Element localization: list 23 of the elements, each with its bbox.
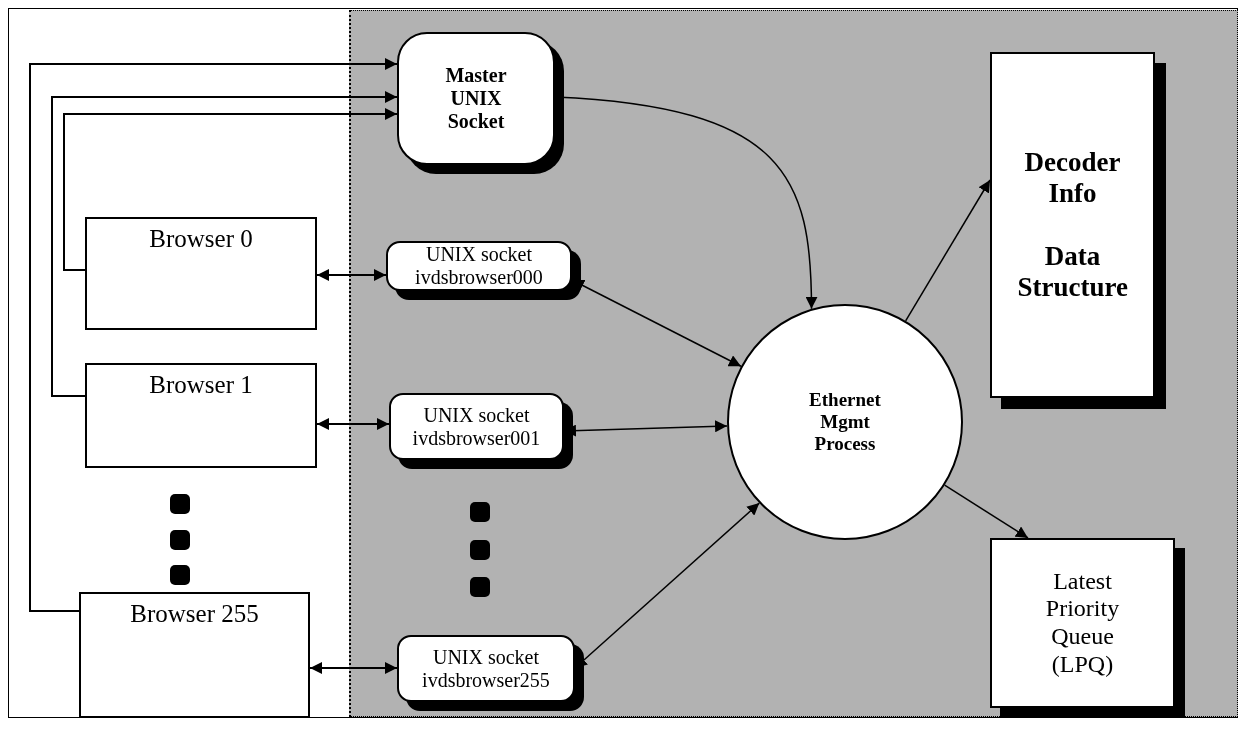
node-label: Decoder Info xyxy=(1023,146,1122,209)
node-label: UNIX socket ivdsbrowser255 xyxy=(421,645,551,692)
node-label: Browser 0 xyxy=(149,225,253,254)
arrow xyxy=(63,108,398,271)
process-box xyxy=(85,217,317,330)
node-label: Browser 1 xyxy=(149,371,253,400)
arrow xyxy=(316,269,387,281)
process-box xyxy=(85,363,317,468)
node-label: UNIX socket ivdsbrowser001 xyxy=(411,403,542,450)
arrow xyxy=(309,662,398,674)
arrow xyxy=(316,418,390,430)
process-box xyxy=(79,592,310,718)
node-label: Ethernet Mgmt Process xyxy=(808,389,882,455)
node-label: Browser 255 xyxy=(130,600,259,629)
arrow xyxy=(943,484,1029,539)
arrow xyxy=(51,91,398,397)
node-label: UNIX socket ivdsbrowser000 xyxy=(414,243,544,289)
node-label: Latest Priority Queue (LPQ) xyxy=(1044,567,1121,679)
arrow xyxy=(29,58,398,612)
node-label: Data Structure xyxy=(1017,241,1128,304)
node-label: Master UNIX Socket xyxy=(444,64,508,133)
shaded-region xyxy=(349,10,1238,717)
arrow xyxy=(904,179,991,322)
